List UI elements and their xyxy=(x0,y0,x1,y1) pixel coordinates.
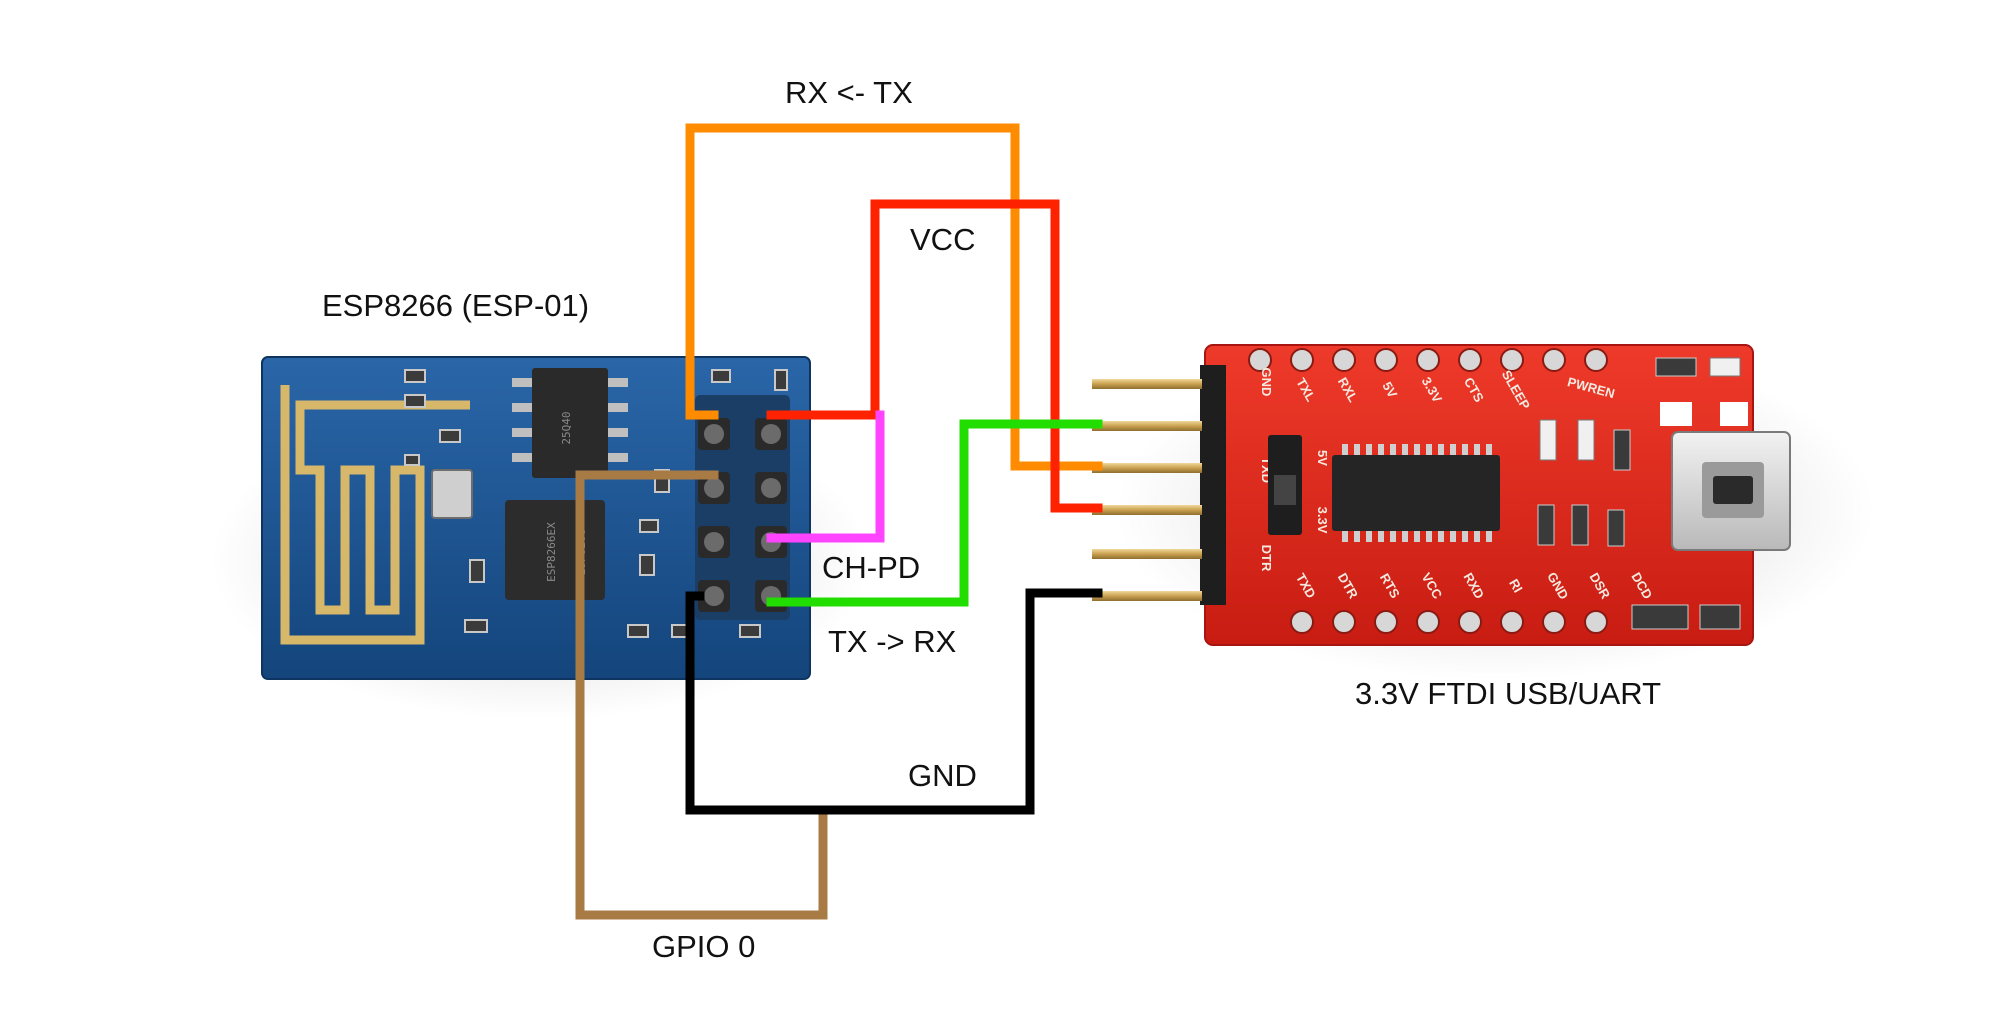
ftdi-pin-cts xyxy=(1092,421,1202,431)
flash-chip-text: 25Q40 xyxy=(560,411,573,444)
esp01-pin-gnd xyxy=(698,580,730,612)
wire-rx-tx xyxy=(685,123,1103,471)
ftdi-smd-components xyxy=(1537,357,1748,630)
ftdi-pin-txd xyxy=(1092,505,1202,515)
esp01-header xyxy=(695,395,790,620)
esp01-pin-rst xyxy=(755,472,787,504)
esp01-pin-gpio0 xyxy=(698,472,730,504)
esp01-title: ESP8266 (ESP-01) xyxy=(322,288,589,323)
ftdi-top-holes xyxy=(1248,348,1608,372)
label-gpio0: GPIO 0 xyxy=(652,929,755,964)
esp01-pin-vcc xyxy=(755,418,787,450)
ftdi-pin-gnd xyxy=(1092,379,1202,389)
ftdi-bottom-holes xyxy=(1290,610,1608,634)
label-gnd: GND xyxy=(908,758,977,793)
silk-hdr-dtr: DTR xyxy=(1259,545,1274,572)
label-rx-tx: RX <- TX xyxy=(785,75,913,110)
pcb-antenna-trace xyxy=(280,385,470,645)
labels: ESP8266 (ESP-01) 3.3V FTDI USB/UART RX <… xyxy=(322,75,1661,964)
silk-b-ri: RI xyxy=(1506,576,1525,595)
ftdi-board: TXL RXL 5V 3.3V CTS SLEEP PWREN TXD DTR … xyxy=(1092,340,1875,680)
wire-gnd xyxy=(685,588,1103,815)
silk-jumper-5v: 5V xyxy=(1315,450,1330,466)
ftdi-voltage-jumper: 5V 3.3V xyxy=(1268,435,1330,535)
silk-hdr-gnd: GND xyxy=(1259,368,1274,397)
esp01-pin-gpio2 xyxy=(698,526,730,558)
label-tx-rx: TX -> RX xyxy=(828,624,957,659)
wire-gpio0 xyxy=(575,470,828,920)
silk-5v: 5V xyxy=(1379,379,1400,401)
crystal-oscillator xyxy=(431,469,473,519)
ft232-chip xyxy=(1332,444,1500,542)
flash-chip: 25Q40 xyxy=(512,368,628,478)
esp-soc-chip: ESP8266EX ESP8266 xyxy=(505,500,605,600)
silk-jumper-33v: 3.3V xyxy=(1315,507,1330,534)
ftdi-pin-rxd xyxy=(1092,549,1202,559)
wire-ch-pd xyxy=(766,410,885,543)
wires xyxy=(575,123,1103,920)
ftdi-header-pins xyxy=(1092,365,1226,605)
ftdi-pin-dtr xyxy=(1092,591,1202,601)
esp01-pin-tx xyxy=(755,580,787,612)
mini-usb-connector xyxy=(1671,431,1791,551)
ftdi-pin-vcc xyxy=(1092,463,1202,473)
wire-tx-rx xyxy=(766,419,1103,607)
wire-vcc xyxy=(766,199,1103,513)
label-ch-pd: CH-PD xyxy=(822,550,920,585)
ftdi-title: 3.3V FTDI USB/UART xyxy=(1355,676,1661,711)
esp01-pin-rx xyxy=(698,418,730,450)
soc-chip-text: ESP8266EX xyxy=(545,522,558,582)
label-vcc: VCC xyxy=(910,222,975,257)
